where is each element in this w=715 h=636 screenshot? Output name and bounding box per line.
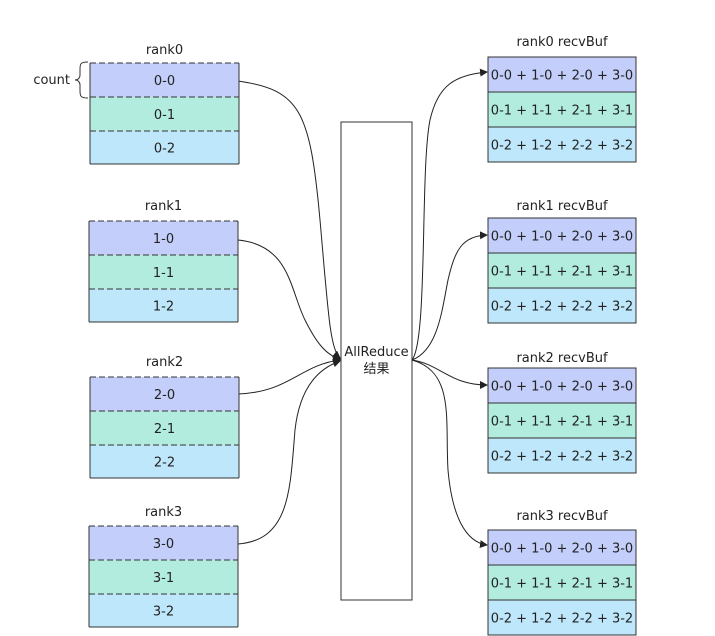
recv-cell-bg <box>487 91 637 128</box>
rank-cell-bg <box>90 377 239 411</box>
recv-title: rank2 recvBuf <box>516 351 608 366</box>
rank-cell-label: 3-1 <box>153 571 174 586</box>
rank-cell-label: 2-2 <box>154 456 175 471</box>
output-connector <box>411 359 488 389</box>
rank-cell-bg <box>89 560 238 594</box>
recv-cell-bg <box>487 126 637 163</box>
recv-title: rank3 recvBuf <box>516 509 608 524</box>
recv-buffer-2: rank2 recvBuf 0-0 + 1-0 + 2-0 + 3-0 0-1 + … <box>487 351 637 474</box>
recv-buffer-0: rank0 recvBuf 0-0 + 1-0 + 2-0 + 3-0 0-1 + … <box>487 35 637 163</box>
recv-cell-label: 0-1 + 1-1 + 2-1 + 3-1 <box>491 577 633 592</box>
input-connector <box>237 356 341 395</box>
rank-cell-label: 2-0 <box>154 388 175 403</box>
output-connector <box>411 68 488 361</box>
input-connector <box>237 239 341 362</box>
rank-buffer-0: rank0 0-0 0-1 0-2 <box>89 43 240 165</box>
rank-cell-bg <box>89 289 238 322</box>
rank-cell-label: 0-0 <box>154 74 175 89</box>
recv-cell-bg <box>487 599 637 636</box>
rank-cell-bg <box>89 526 238 560</box>
recv-buffer-3: rank3 recvBuf 0-0 + 1-0 + 2-0 + 3-0 0-1 + … <box>487 509 637 636</box>
connectors <box>237 68 488 549</box>
allreduce-label-line1: AllReduce <box>344 345 408 360</box>
recv-buffers: rank0 recvBuf 0-0 + 1-0 + 2-0 + 3-0 0-1 + … <box>487 35 637 636</box>
rank-title: rank2 <box>146 355 183 370</box>
rank-cell-bg <box>90 97 239 131</box>
recv-cell-label: 0-1 + 1-1 + 2-1 + 3-1 <box>491 415 633 430</box>
rank-cell-bg <box>89 594 238 627</box>
recv-cell-label: 0-0 + 1-0 + 2-0 + 3-0 <box>491 69 633 84</box>
rank-cell-bg <box>90 131 239 164</box>
input-connector <box>237 80 341 359</box>
rank-cell-label: 2-1 <box>154 422 175 437</box>
rank-cell-label: 3-0 <box>153 537 174 552</box>
recv-cell-bg <box>487 564 637 601</box>
rank-buffers: rank0 0-0 0-1 0-2 rank1 1-0 1-1 1-2 rank2 2-0 2-1 2… <box>88 43 240 628</box>
allreduce-box-rect <box>340 121 413 601</box>
recv-cell-bg <box>487 252 637 289</box>
recv-buffer-1: rank1 recvBuf 0-0 + 1-0 + 2-0 + 3-0 0-1 + … <box>487 199 637 324</box>
rank-cell-bg <box>89 255 238 289</box>
rank-cell-bg <box>89 221 238 255</box>
rank-cell-label: 3-2 <box>153 605 174 620</box>
rank-cell-bg <box>90 445 239 478</box>
output-connector <box>411 359 488 549</box>
recv-cell-bg <box>487 287 637 324</box>
rank-cell-bg <box>90 411 239 445</box>
rank-cell-bg <box>90 63 239 97</box>
recv-cell-bg <box>487 402 637 439</box>
recv-cell-label: 0-2 + 1-2 + 2-2 + 3-2 <box>491 300 633 315</box>
recv-cell-label: 0-2 + 1-2 + 2-2 + 3-2 <box>491 612 633 627</box>
count-label: count <box>33 73 70 88</box>
recv-cell-label: 0-1 + 1-1 + 2-1 + 3-1 <box>491 265 633 280</box>
recv-cell-bg <box>487 437 637 474</box>
recv-cell-bg <box>487 367 637 404</box>
recv-cell-bg <box>487 217 637 254</box>
rank-buffer-2: rank2 2-0 2-1 2-2 <box>89 355 240 479</box>
rank-title: rank3 <box>145 505 182 520</box>
recv-cell-label: 0-2 + 1-2 + 2-2 + 3-2 <box>491 139 633 154</box>
rank-cell-label: 1-1 <box>153 266 174 281</box>
rank-cell-label: 1-2 <box>153 300 174 315</box>
recv-cell-label: 0-0 + 1-0 + 2-0 + 3-0 <box>491 230 633 245</box>
recv-cell-label: 0-0 + 1-0 + 2-0 + 3-0 <box>491 380 633 395</box>
allreduce-box: AllReduce 结果 <box>340 121 413 601</box>
rank-cell-label: 0-2 <box>154 142 175 157</box>
rank-cell-label: 0-1 <box>154 108 175 123</box>
output-connector <box>411 231 488 361</box>
count-annotation: count <box>33 61 89 99</box>
input-connector <box>237 359 341 545</box>
recv-cell-label: 0-1 + 1-1 + 2-1 + 3-1 <box>491 104 633 119</box>
rank-title: rank1 <box>145 199 182 214</box>
rank-buffer-1: rank1 1-0 1-1 1-2 <box>88 199 239 323</box>
allreduce-label-line2: 结果 <box>363 362 389 377</box>
recv-title: rank0 recvBuf <box>516 35 608 50</box>
recv-cell-label: 0-2 + 1-2 + 2-2 + 3-2 <box>491 450 633 465</box>
count-brace-icon <box>74 61 89 99</box>
rank-title: rank0 <box>146 43 183 58</box>
rank-cell-label: 1-0 <box>153 232 174 247</box>
rank-buffer-3: rank3 3-0 3-1 3-2 <box>88 505 239 628</box>
recv-cell-label: 0-0 + 1-0 + 2-0 + 3-0 <box>491 542 633 557</box>
recv-title: rank1 recvBuf <box>516 199 608 214</box>
